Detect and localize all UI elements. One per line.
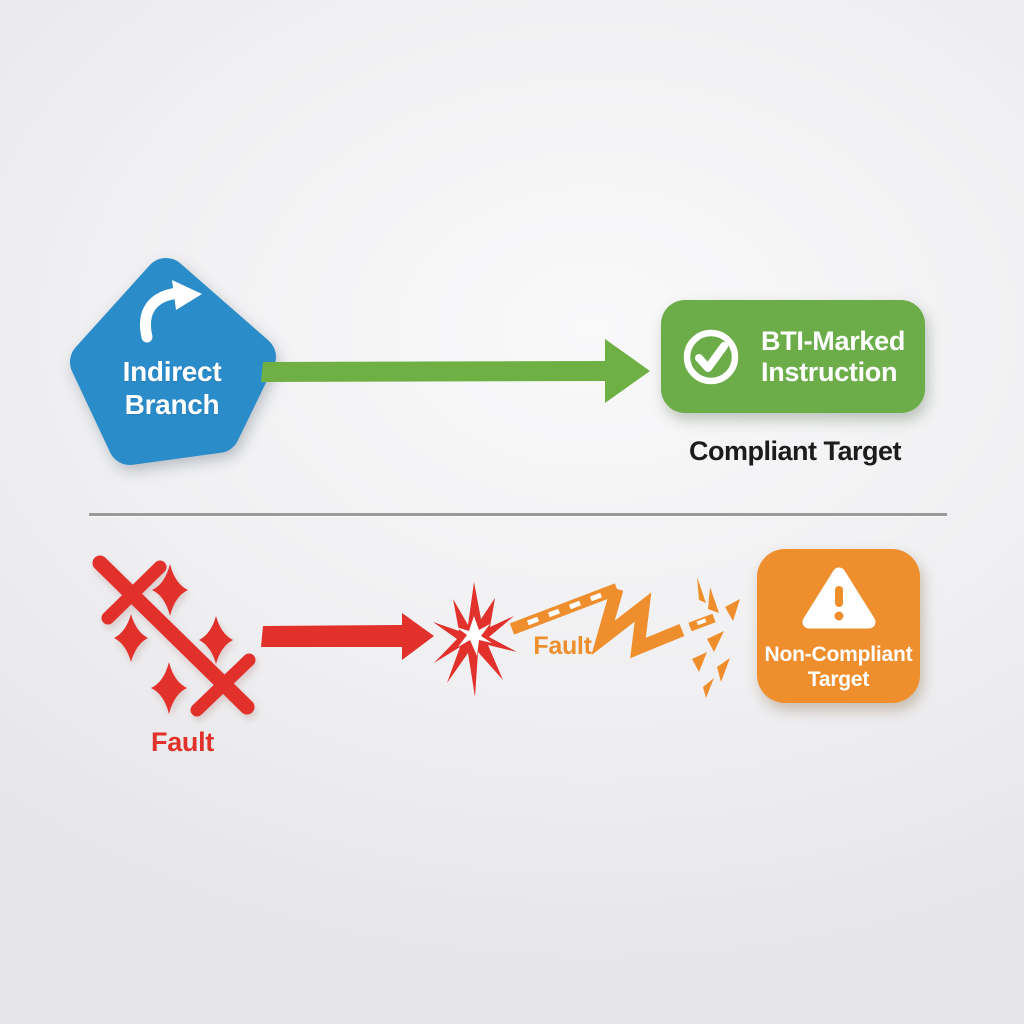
fault-shatter-icon [92, 555, 256, 717]
compliant-target-caption: Compliant Target [688, 436, 902, 466]
indirect-branch-label: Indirect Branch [122, 356, 222, 420]
shatter-fragments [692, 577, 740, 698]
warning-triangle-icon [802, 567, 875, 629]
lightning-zigzag-icon [509, 577, 740, 698]
compliant-flow-arrow [261, 339, 650, 403]
bti-marked-instruction-label: BTI-Marked Instruction [761, 325, 906, 387]
fault-flow-arrow-and-burst [261, 582, 517, 697]
non-compliant-target-label: Non-Compliant Target [764, 643, 913, 691]
collision-fault-label: Fault [533, 632, 592, 660]
fault-arrow [261, 613, 434, 660]
explosion-burst-icon [433, 582, 517, 697]
non-compliant-target-box: Non-Compliant Target [757, 549, 920, 703]
bti-marked-instruction-box: BTI-Marked Instruction [661, 300, 925, 413]
fault-source-caption: Fault [151, 727, 214, 757]
check-circle-icon [683, 329, 739, 384]
branch-arrow-icon [140, 280, 202, 343]
indirect-branch-shape [70, 258, 276, 465]
row-divider [89, 513, 947, 516]
